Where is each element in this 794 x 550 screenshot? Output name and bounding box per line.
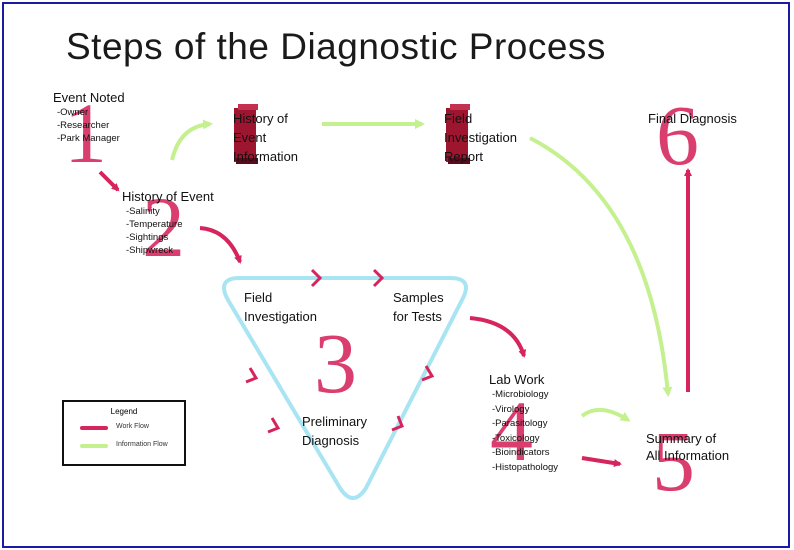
history-of-event-list: -Salinity -Temperature -Sightings -Shipw… bbox=[126, 205, 183, 257]
label-line: Investigation bbox=[444, 130, 517, 145]
field-report-document-label: Field Investigation Report bbox=[444, 109, 517, 166]
cycle-tick bbox=[391, 415, 404, 432]
cycle-tick bbox=[245, 367, 259, 384]
step-number-5: 5 bbox=[652, 413, 695, 509]
lab-work-header: Lab Work bbox=[489, 372, 545, 387]
work-flow-arrow-3-to-4 bbox=[469, 316, 527, 358]
work-flow-arrow-1-to-2 bbox=[98, 170, 120, 192]
lab-work-list: -Microbiology -Virology -Parasitology -T… bbox=[492, 388, 558, 475]
step-number-4: 4 bbox=[490, 383, 533, 479]
step-number-2: 2 bbox=[142, 179, 185, 275]
field-investigation-label: Field Investigation bbox=[244, 288, 317, 326]
preliminary-diagnosis-label: Preliminary Diagnosis bbox=[302, 412, 367, 450]
page-title: Steps of the Diagnostic Process bbox=[66, 26, 606, 67]
book-icon bbox=[446, 104, 470, 164]
label-line: Diagnosis bbox=[302, 433, 360, 448]
step-number-3: 3 bbox=[314, 315, 357, 411]
history-document-label: History of Event Information bbox=[233, 109, 298, 166]
legend-swatch-work-flow bbox=[80, 426, 108, 430]
legend-label-work-flow: Work Flow bbox=[116, 423, 149, 430]
list-item: -Virology bbox=[492, 403, 530, 415]
legend-title: Legend bbox=[110, 407, 138, 416]
legend-swatch-info-flow bbox=[80, 444, 108, 448]
list-item: -Shipwreck bbox=[126, 245, 173, 256]
cycle-tick bbox=[421, 365, 435, 382]
list-item: -Park Manager bbox=[57, 133, 120, 144]
list-item: -Owner bbox=[57, 107, 89, 118]
info-flow-arrow-to-history bbox=[170, 119, 213, 161]
step-number-6: 6 bbox=[656, 87, 699, 183]
list-item: -Histopathology bbox=[492, 461, 559, 473]
label-line: History of bbox=[233, 111, 288, 126]
label-line: for Tests bbox=[393, 309, 442, 324]
event-noted-header: Event Noted bbox=[53, 90, 125, 105]
info-flow-arrow-lab-to-summary bbox=[580, 408, 631, 422]
label-line: Report bbox=[444, 149, 484, 164]
cycle-tick bbox=[310, 268, 323, 288]
event-noted-list: -Owner -Researcher -Park Manager bbox=[57, 106, 120, 145]
investigation-cycle-triangle bbox=[222, 276, 468, 500]
cycle-tick bbox=[267, 417, 281, 434]
label-line: Investigation bbox=[244, 309, 317, 324]
list-item: -Salinity bbox=[126, 206, 160, 217]
list-item: -Parasitology bbox=[492, 418, 548, 429]
legend: Legend Work Flow Information Flow bbox=[62, 400, 186, 466]
list-item: -Temperature bbox=[126, 219, 183, 230]
summary-label: Summary of All Information bbox=[646, 430, 729, 464]
book-icon bbox=[234, 104, 258, 164]
cycle-tick bbox=[372, 268, 385, 288]
label-line: Samples bbox=[393, 290, 444, 305]
label-line: Summary of bbox=[646, 431, 717, 446]
label-line: Information bbox=[233, 149, 299, 164]
work-flow-arrow-2-to-3 bbox=[199, 226, 242, 264]
label-line: Preliminary bbox=[302, 414, 368, 429]
work-flow-arrow-4-to-5 bbox=[581, 456, 622, 468]
label-line: Field bbox=[444, 111, 473, 126]
list-item: -Researcher bbox=[57, 120, 110, 131]
list-item: -Microbiology bbox=[492, 389, 549, 400]
final-diagnosis-label: Final Diagnosis bbox=[648, 111, 737, 126]
label-line: Event bbox=[233, 130, 267, 145]
list-item: -Toxicology bbox=[492, 432, 540, 444]
info-flow-arrow-report-to-summary bbox=[529, 136, 673, 397]
step-number-1: 1 bbox=[64, 85, 107, 181]
samples-for-tests-label: Samples for Tests bbox=[393, 288, 444, 326]
history-of-event-header: History of Event bbox=[122, 189, 214, 204]
list-item: -Sightings bbox=[126, 232, 169, 243]
label-line: All Information bbox=[646, 448, 730, 463]
legend-label-info-flow: Information Flow bbox=[116, 441, 168, 448]
list-item: -Bioindicators bbox=[492, 447, 550, 458]
label-line: Field bbox=[244, 290, 273, 305]
